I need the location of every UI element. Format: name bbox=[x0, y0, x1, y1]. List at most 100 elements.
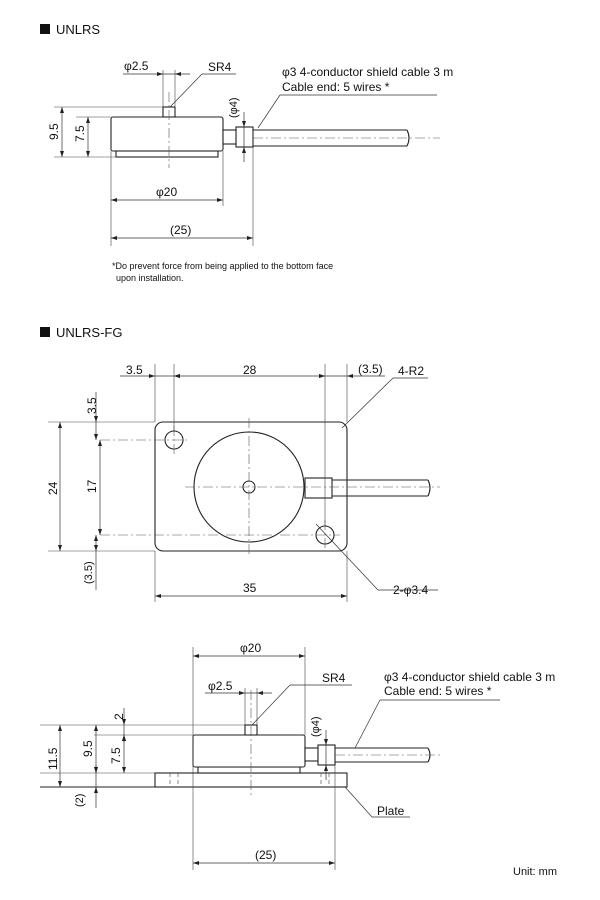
section-title-unlrs-fg: UNLRS-FG bbox=[56, 325, 122, 340]
unlrs-label-phi25: φ2.5 bbox=[124, 59, 149, 73]
side-arrow-25-r bbox=[329, 861, 335, 865]
side-label-2: 2 bbox=[112, 713, 126, 720]
unlrs-fg-section: UNLRS-FG 3.5 28 (3.5) bbox=[40, 325, 440, 602]
unlrs-label-cable2: Cable end: 5 wires * bbox=[282, 80, 390, 94]
unlrs-label-phi4: (φ4) bbox=[228, 97, 240, 118]
fg-arrow-24-t bbox=[58, 422, 62, 428]
unlrs-sensor-base bbox=[115, 150, 219, 158]
section-marker-unlrs bbox=[40, 24, 50, 34]
side-arrow-2-t bbox=[122, 719, 126, 725]
fg-cable-break bbox=[427, 479, 431, 497]
unlrs-cable-gland bbox=[235, 126, 254, 148]
unlrs-arrow-phi4-b bbox=[242, 147, 246, 153]
unlrs-label-95: 9.5 bbox=[47, 123, 61, 140]
unlrs-label-sr4: SR4 bbox=[208, 60, 232, 74]
fg-label-17: 17 bbox=[85, 479, 99, 493]
unlrs-cable-break bbox=[406, 129, 410, 147]
unlrs-arrow-25-r bbox=[247, 236, 253, 240]
unlrs-arrow-95-b bbox=[60, 151, 64, 157]
side-leader-sr4 bbox=[251, 684, 291, 726]
fg-arrow-35vb-b bbox=[94, 545, 98, 551]
fg-arrow-35w-r bbox=[341, 594, 347, 598]
fg-label-35v: 3.5 bbox=[85, 397, 99, 414]
side-label-sr4: SR4 bbox=[322, 671, 346, 685]
side-label-cable2: Cable end: 5 wires * bbox=[384, 684, 492, 698]
fg-label-35b: (3.5) bbox=[358, 362, 383, 376]
unlrs-leader-sr4 bbox=[169, 73, 203, 108]
side-arrow-phi25-l bbox=[239, 691, 245, 695]
fg-side-section: φ20 φ2.5 SR4 φ3 4-conductor shield cable… bbox=[40, 641, 557, 878]
fg-arrow-24-b bbox=[58, 545, 62, 551]
fg-arrow-17-b bbox=[98, 529, 102, 535]
unlrs-arrow-phi4-t bbox=[242, 121, 246, 127]
unlrs-arrow-75-t bbox=[86, 117, 90, 123]
fg-label-24: 24 bbox=[46, 481, 60, 495]
side-arrow-phi20-l bbox=[193, 654, 199, 658]
unlrs-arrow-25-l bbox=[111, 236, 117, 240]
side-arrow-75-b bbox=[122, 767, 126, 773]
unit-label: Unit: mm bbox=[513, 866, 557, 878]
side-arrow-25-l bbox=[193, 861, 199, 865]
side-label-2b: (2) bbox=[74, 794, 86, 807]
unlrs-label-25: (25) bbox=[170, 223, 191, 237]
side-label-115: 11.5 bbox=[46, 747, 60, 770]
fg-leader-r2 bbox=[341, 377, 394, 429]
unlrs-arrow-phi20-r bbox=[217, 198, 223, 202]
unlrs-leader-cable bbox=[257, 94, 281, 129]
fg-label-hole: 2-φ3.4 bbox=[393, 583, 428, 597]
unlrs-arrow-95-t bbox=[60, 107, 64, 113]
side-arrow-115-b bbox=[58, 781, 62, 787]
fg-arrow-35v-t bbox=[94, 416, 98, 422]
side-sensor-base bbox=[197, 766, 301, 774]
side-gland-stub bbox=[304, 747, 319, 762]
side-label-phi25: φ2.5 bbox=[208, 679, 233, 693]
side-label-95: 9.5 bbox=[81, 740, 95, 757]
fg-arrow-35b-l bbox=[319, 374, 325, 378]
side-arrow-phi20-r bbox=[299, 654, 305, 658]
fg-arrow-35v-b bbox=[94, 434, 98, 440]
unlrs-gland-stub bbox=[222, 129, 237, 145]
side-arrow-2-b bbox=[122, 735, 126, 741]
side-sensor-body bbox=[192, 734, 306, 768]
unlrs-label-phi20: φ20 bbox=[156, 185, 177, 199]
fg-arrow-35-l bbox=[149, 374, 155, 378]
side-label-cable1: φ3 4-conductor shield cable 3 m bbox=[384, 670, 555, 684]
fg-arrow-35b-r bbox=[347, 374, 353, 378]
fg-label-35w: 35 bbox=[243, 581, 257, 595]
unlrs-section: UNLRS φ2.5 SR4 φ3 4-conductor shield cab… bbox=[40, 22, 453, 283]
unlrs-label-cable1: φ3 4-conductor shield cable 3 m bbox=[282, 65, 453, 79]
fg-arrow-35w-l bbox=[155, 594, 161, 598]
fg-label-35a: 3.5 bbox=[126, 363, 143, 377]
section-title-unlrs: UNLRS bbox=[56, 22, 100, 37]
fg-leader-hole bbox=[315, 523, 379, 591]
unlrs-sensor-body bbox=[110, 116, 224, 152]
side-arrow-phi4-t bbox=[324, 739, 328, 745]
unlrs-arrow-phi25-r bbox=[175, 72, 181, 76]
side-leader-cable bbox=[354, 699, 381, 749]
unlrs-label-75: 7.5 bbox=[73, 125, 87, 142]
unlrs-note-line2: upon installation. bbox=[116, 273, 184, 283]
side-label-phi4: (φ4) bbox=[310, 716, 322, 737]
side-label-plate: Plate bbox=[377, 804, 405, 818]
side-label-phi20: φ20 bbox=[240, 641, 261, 655]
fg-arrow-28-l bbox=[174, 374, 180, 378]
side-arrow-2b-t bbox=[94, 767, 98, 773]
fg-label-35vb: (3.5) bbox=[83, 561, 95, 584]
unlrs-arrow-75-b bbox=[86, 151, 90, 157]
fg-arrow-35vb-t bbox=[94, 535, 98, 541]
unlrs-note-line1: *Do prevent force from being applied to … bbox=[112, 261, 333, 271]
side-arrow-115-t bbox=[58, 725, 62, 731]
fg-label-r2: 4-R2 bbox=[398, 364, 424, 378]
side-arrow-95-t bbox=[94, 725, 98, 731]
side-cable-gland bbox=[317, 744, 336, 766]
unlrs-arrow-phi20-l bbox=[111, 198, 117, 202]
fg-cable-gland bbox=[304, 477, 333, 499]
fg-arrow-17-t bbox=[98, 440, 102, 446]
unlrs-arrow-phi25-l bbox=[157, 72, 163, 76]
side-leader-plate bbox=[344, 786, 373, 818]
fg-label-28: 28 bbox=[243, 363, 257, 377]
section-marker-unlrs-fg bbox=[40, 327, 50, 337]
side-arrow-phi4-b bbox=[324, 765, 328, 771]
side-label-75: 7.5 bbox=[109, 747, 123, 764]
